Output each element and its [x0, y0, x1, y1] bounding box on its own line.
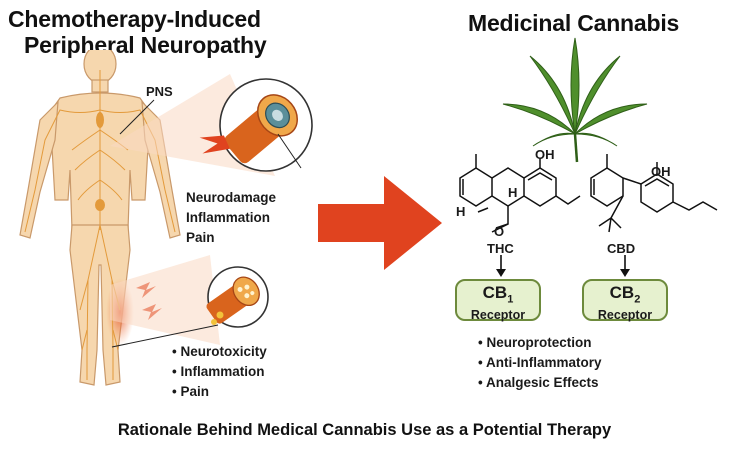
cb1-receptor-text: Receptor	[470, 308, 526, 323]
cannabis-leaf-icon	[502, 37, 648, 163]
pns-label: PNS	[146, 84, 173, 99]
cbd-structure	[590, 154, 718, 233]
nerve-effect-item: Inflammation	[186, 210, 271, 225]
cbd-down-arrow	[620, 255, 630, 277]
cb1-subscript: 1	[507, 293, 514, 306]
thc-h-label-1: H	[508, 185, 518, 200]
cannabis-effect-item: Analgesic Effects	[478, 373, 602, 393]
nerve-fiber-zoom	[110, 255, 269, 348]
thc-oh-label: OH	[535, 147, 555, 162]
big-right-arrow	[318, 176, 442, 270]
cb2-label: CB2	[584, 284, 666, 308]
cb2-receptor-text: Receptor	[597, 308, 653, 323]
thc-down-arrow	[496, 255, 506, 277]
cb2-subscript: 2	[634, 293, 641, 306]
cbd-oh-label: OH	[651, 164, 671, 179]
left-title: Chemotherapy-Induced Peripheral Neuropat…	[8, 6, 267, 58]
cb1-cb-text: CB	[482, 283, 508, 302]
leg-bullet-item: Neurotoxicity	[172, 342, 266, 362]
nerve-effect-item: Neurodamage	[186, 190, 277, 205]
left-title-line1: Chemotherapy-Induced	[8, 6, 261, 32]
thc-name: THC	[487, 241, 514, 256]
nerve-cross-section-zoom	[110, 74, 313, 176]
thc-o-label: O	[494, 224, 505, 239]
left-title-line2: Peripheral Neuropathy	[24, 32, 267, 58]
cannabis-effects-list: Neuroprotection Anti-Inflammatory Analge…	[478, 333, 602, 393]
thc-h-label-2: H	[456, 204, 466, 219]
right-title: Medicinal Cannabis	[468, 10, 680, 36]
cb1-label: CB1	[457, 284, 539, 308]
leg-bullet-item: Pain	[172, 382, 267, 402]
leg-bullets: Neurotoxicity Inflammation Pain	[172, 342, 267, 402]
cb1-receptor-box: CB1 Receptor	[455, 279, 541, 323]
thc-structure	[459, 154, 581, 233]
pns-pointer-line	[119, 99, 155, 135]
footer-caption: Rationale Behind Medical Cannabis Use as…	[117, 421, 612, 439]
cannabis-effect-item: Neuroprotection	[478, 333, 602, 353]
cb2-receptor-box: CB2 Receptor	[582, 279, 668, 323]
nerve-effects-list: Neurodamage Inflammation Pain	[186, 188, 276, 248]
leg-bullet-item: Inflammation	[172, 362, 267, 382]
human-body-illustration	[19, 50, 181, 386]
nerve-effect-item: Pain	[186, 230, 215, 245]
cb2-cb-text: CB	[609, 283, 635, 302]
cbd-name: CBD	[607, 241, 636, 256]
cannabis-effect-item: Anti-Inflammatory	[478, 353, 602, 373]
